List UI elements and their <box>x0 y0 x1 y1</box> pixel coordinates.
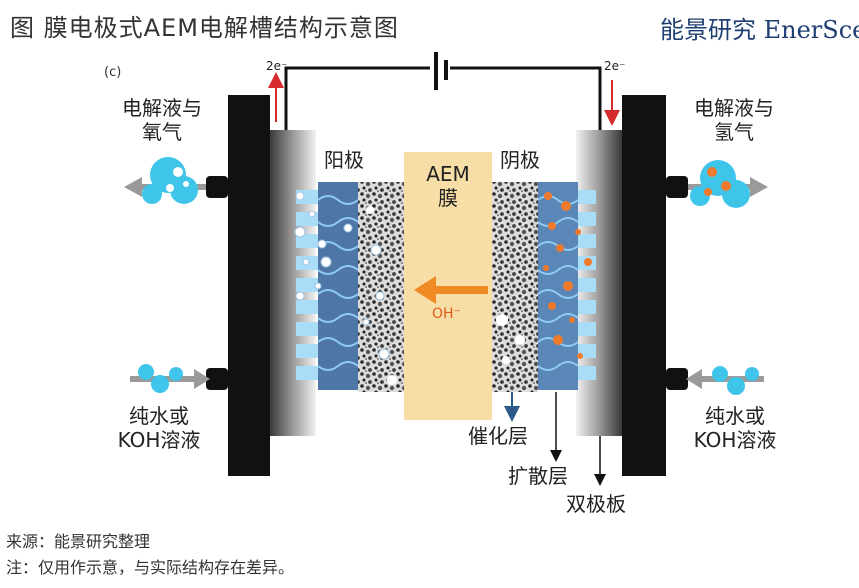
diffusion-layer-label: 扩散层 <box>508 464 568 488</box>
right-outlet-flow <box>688 160 768 208</box>
left-bottom-label-line2: KOH溶液 <box>117 428 201 452</box>
port-right-bottom <box>666 368 688 390</box>
right-bottom-label-line1: 纯水或 <box>705 404 765 428</box>
source-note: 来源：能景研究整理 <box>6 532 151 551</box>
catalyst-pores <box>366 206 525 385</box>
left-inlet-flow <box>130 364 210 393</box>
hydroxide-label: OH⁻ <box>432 306 461 322</box>
port-left-top <box>206 176 228 198</box>
right-top-label: 电解液与 氢气 <box>676 96 792 144</box>
bipolar-plate-right <box>622 95 666 476</box>
right-top-label-line2: 氢气 <box>714 120 754 144</box>
hydrogen-bubbles <box>543 192 592 359</box>
anode-catalyst-layer <box>358 182 404 392</box>
left-top-label-line2: 氧气 <box>142 120 182 144</box>
electron-label-right: 2e⁻ <box>604 59 625 73</box>
circuit-wire <box>284 66 602 130</box>
catalyst-layer-label: 催化层 <box>468 424 528 448</box>
membrane-label-line2: 膜 <box>438 186 458 210</box>
oxygen-bubbles <box>294 191 390 360</box>
page-title: 图 膜电极式AEM电解槽结构示意图 <box>10 14 399 42</box>
electron-label-left: 2e⁻ <box>266 59 287 73</box>
brand-logo: 能景研究 EnerScen <box>660 16 859 44</box>
panel-tag: (c) <box>104 65 121 80</box>
membrane-label-line1: AEM <box>426 162 470 186</box>
anode-transport-layer <box>318 182 358 390</box>
bipolar-plate-left <box>228 95 270 476</box>
bipolar-plate-label: 双极板 <box>566 492 626 516</box>
left-bottom-label-line1: 纯水或 <box>129 404 189 428</box>
anode-fibers <box>317 195 359 371</box>
anode-label: 阳极 <box>324 148 364 172</box>
left-outlet-flow <box>124 157 206 204</box>
port-right-top <box>666 176 688 198</box>
right-top-label-line1: 电解液与 <box>694 96 774 120</box>
port-left-bottom <box>206 368 228 390</box>
left-bottom-label: 纯水或 KOH溶液 <box>104 404 214 452</box>
left-top-label: 电解液与 氧气 <box>104 96 220 144</box>
left-top-label-line1: 电解液与 <box>122 96 202 120</box>
flow-channels-right <box>574 190 596 380</box>
right-bottom-label: 纯水或 KOH溶液 <box>680 404 790 452</box>
right-bottom-label-line2: KOH溶液 <box>693 428 777 452</box>
hydroxide-arrow <box>414 276 488 304</box>
cathode-catalyst-layer <box>492 182 538 392</box>
cathode-label: 阴极 <box>500 148 540 172</box>
membrane-label: AEM 膜 <box>404 162 492 210</box>
right-inlet-flow <box>686 366 764 395</box>
disclaimer-note: 注：仅用作示意，与实际结构存在差异。 <box>6 558 295 577</box>
